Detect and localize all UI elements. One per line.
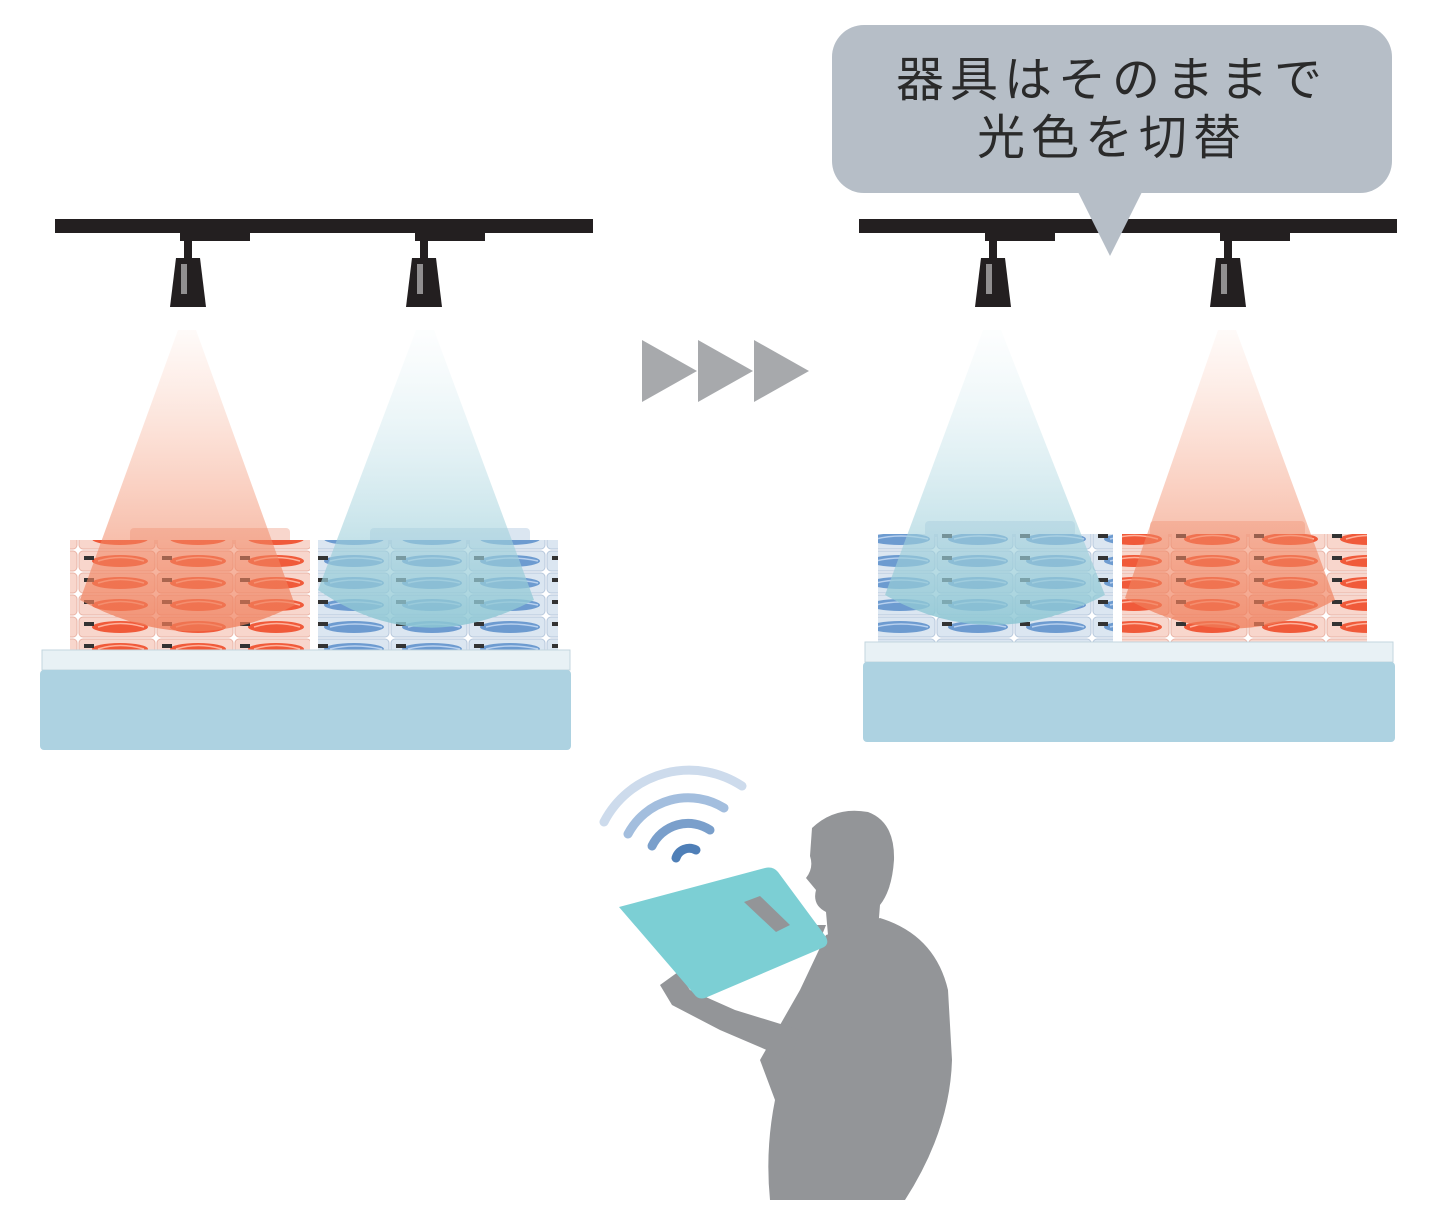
arrow-icon <box>642 340 809 402</box>
callout-bubble: 器具はそのままで 光色を切替 <box>832 25 1392 193</box>
track-rail <box>55 219 593 233</box>
spotlight-icon <box>406 232 485 307</box>
person-silhouette <box>660 810 952 1200</box>
pointing-finger <box>744 896 790 932</box>
spotlight-icon <box>1210 232 1290 307</box>
right-scene <box>859 219 1397 742</box>
warm-light-beam <box>1125 330 1335 629</box>
spotlight-icon <box>975 232 1055 307</box>
callout-line-2: 光色を切替 <box>976 110 1247 166</box>
warm-light-beam <box>80 330 295 632</box>
wifi-signal-icon <box>599 765 747 863</box>
tablet-icon <box>619 867 828 999</box>
spotlight-icon <box>170 232 250 307</box>
cool-light-beam <box>318 330 534 628</box>
cool-light-beam <box>885 330 1105 625</box>
left-scene <box>40 219 593 750</box>
callout-tail <box>1078 192 1142 256</box>
callout-line-1: 器具はそのままで <box>895 52 1328 108</box>
